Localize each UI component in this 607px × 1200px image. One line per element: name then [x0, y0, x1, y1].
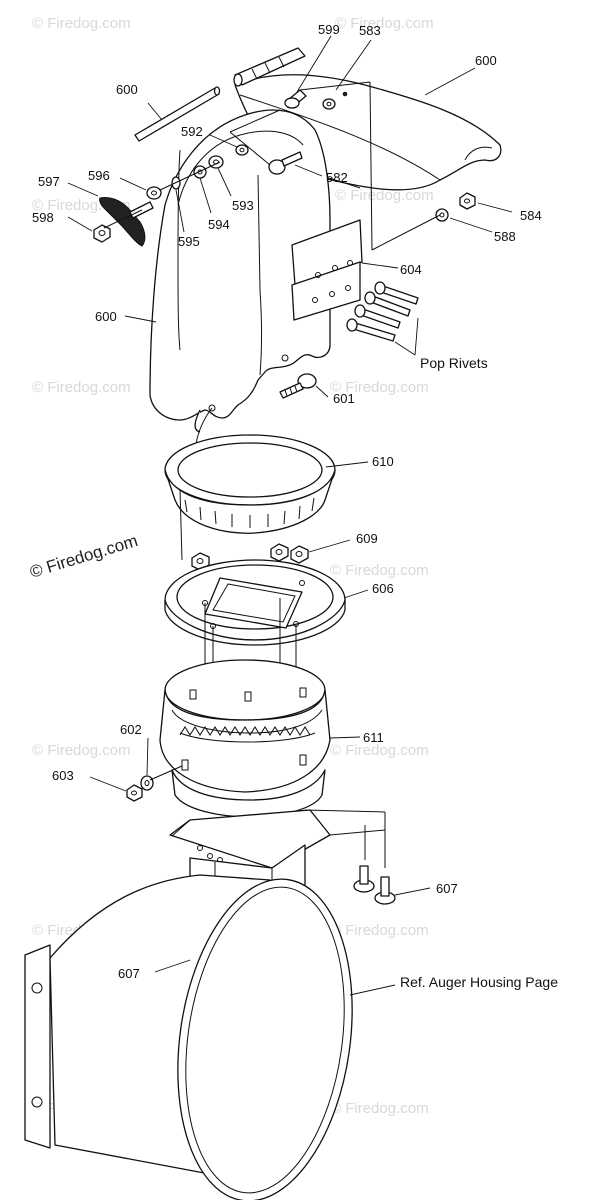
watermark: © Firedog.com — [330, 742, 429, 759]
watermark: © Firedog.com — [330, 1100, 429, 1117]
label-595: 595 — [178, 234, 200, 249]
plate-606 — [164, 559, 346, 646]
watermark: © Firedog.com — [330, 922, 429, 939]
label-593: 593 — [232, 198, 254, 213]
nut-603 — [126, 784, 143, 802]
construction-lines — [103, 81, 441, 251]
chute-600 — [149, 109, 331, 433]
washer-596 — [146, 186, 162, 200]
bolts-607-upper — [353, 865, 396, 905]
bolt-599 — [284, 89, 307, 109]
label-607-lower: 607 — [118, 966, 140, 981]
label-596: 596 — [88, 168, 110, 183]
washer-583 — [322, 91, 348, 110]
nut-584 — [459, 192, 476, 210]
bolt-607 — [374, 876, 396, 905]
label-592: 592 — [181, 124, 203, 139]
watermark: © Firedog.com — [330, 379, 429, 396]
gear-ring-611 — [159, 659, 331, 818]
label-582: 582 — [326, 170, 348, 185]
label-pop-rivets: Pop Rivets — [420, 355, 488, 371]
washer-594 — [193, 165, 207, 179]
label-599: 599 — [318, 22, 340, 37]
label-583: 583 — [359, 23, 381, 38]
label-602: 602 — [120, 722, 142, 737]
label-584: 584 — [520, 208, 542, 223]
bolt-607 — [353, 865, 375, 893]
bolt-601 — [279, 373, 317, 399]
label-600-deflector: 600 — [475, 53, 497, 68]
bracket-604 — [291, 219, 363, 321]
label-594: 594 — [208, 217, 230, 232]
gear-teeth — [179, 726, 311, 736]
label-ref-auger-housing: Ref. Auger Housing Page — [400, 974, 558, 990]
leader-lines — [67, 35, 513, 996]
nut-598 — [93, 224, 111, 243]
label-607-upper: 607 — [436, 881, 458, 896]
nut-609 — [270, 543, 289, 562]
label-588: 588 — [494, 229, 516, 244]
label-601: 601 — [333, 391, 355, 406]
watermark: © Firedog.com — [32, 742, 131, 759]
watermark: © Firedog.com — [330, 562, 429, 579]
watermark: © Firedog.com — [335, 187, 434, 204]
label-598: 598 — [32, 210, 54, 225]
washer-592 — [235, 144, 249, 156]
construction-line — [149, 765, 183, 781]
label-609: 609 — [356, 531, 378, 546]
bolt-582 — [268, 151, 303, 175]
pop-rivets — [346, 281, 419, 342]
ring-ribs — [184, 497, 315, 528]
label-597: 597 — [38, 174, 60, 189]
label-611: 611 — [363, 730, 384, 745]
label-604: 604 — [400, 262, 422, 277]
watermark: © Firedog.com — [32, 379, 131, 396]
rod-600 — [134, 86, 221, 142]
watermark-main: © Firedog.com — [28, 531, 140, 582]
nut-609 — [290, 545, 309, 564]
label-603: 603 — [52, 768, 74, 783]
hinge — [233, 47, 306, 87]
ring-610 — [164, 434, 336, 534]
label-600-chute: 600 — [95, 309, 117, 324]
label-606: 606 — [372, 581, 394, 596]
washer-602 — [140, 775, 154, 791]
washer-588 — [435, 208, 449, 222]
label-600-rod: 600 — [116, 82, 138, 97]
watermark: © Firedog.com — [32, 15, 131, 32]
nut-609 — [191, 552, 210, 571]
part-labels: 600 599 583 600 592 582 597 596 593 594 … — [32, 22, 558, 990]
label-610: 610 — [372, 454, 394, 469]
watermark: © Firedog.com — [335, 15, 434, 32]
auger-housing — [24, 874, 353, 1200]
